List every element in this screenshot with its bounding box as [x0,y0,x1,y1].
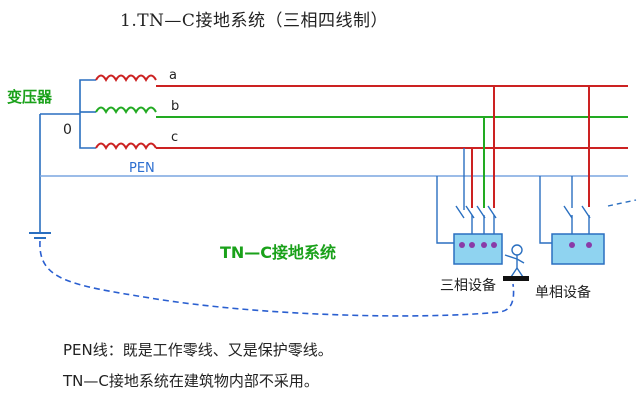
continuation-dashes [607,199,637,207]
person-figure [504,244,525,278]
three-phase-equipment [453,233,503,265]
three-phase-terminals [459,242,497,248]
single-phase-switches [563,205,591,219]
pen-note: PEN线：既是工作零线、又是保护零线。 [63,341,333,359]
winding-a-coil [95,74,157,83]
transformer-label: 变压器 [7,88,53,106]
pen-line-label: PEN [129,161,155,176]
ground-return-path [39,240,515,317]
phase-a-label: a [169,68,177,83]
pen-tap-three-phase [436,176,454,244]
neutral-point-label: 0 [63,122,72,138]
phase-c-label: c [171,130,179,145]
winding-c-coil [95,142,157,151]
phase-b-label: b [171,99,180,114]
three-phase-equipment-label: 三相设备 [440,278,496,294]
tn-note: TN—C接地系统在建筑物内部不采用。 [63,372,319,390]
single-phase-equipment-label: 单相设备 [535,285,591,301]
system-label: TN—C接地系统 [220,243,337,262]
single-phase-equipment [551,233,605,265]
earth-symbol [29,232,51,239]
transformer-neutral [39,79,96,232]
winding-b-coil [95,106,157,115]
ground-plate [503,276,529,281]
pen-tap-single-phase [539,176,552,244]
three-phase-drops [463,86,495,243]
single-phase-terminals [569,242,592,248]
three-phase-switches [455,205,497,219]
page-title: 1.TN—C接地系统（三相四线制） [120,11,388,31]
single-phase-drops [571,86,590,243]
